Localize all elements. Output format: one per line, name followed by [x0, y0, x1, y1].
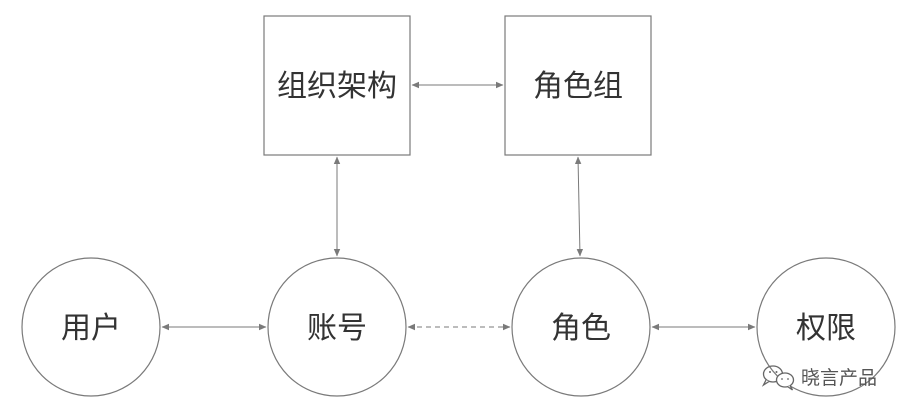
- org-structure-box: [263, 15, 411, 156]
- wechat-icon: [761, 365, 795, 391]
- node-permission: 权限: [756, 257, 896, 397]
- node-user: 用户: [21, 257, 161, 397]
- permission-label: 权限: [796, 311, 856, 346]
- watermark: 晓言产品: [761, 365, 877, 391]
- watermark-text: 晓言产品: [801, 367, 877, 389]
- node-role-group: 角色组: [504, 15, 652, 156]
- role-label: 角色: [551, 311, 611, 346]
- permission-circle: [756, 257, 896, 397]
- role-group-label: 角色组: [533, 69, 623, 104]
- account-circle: [267, 257, 407, 397]
- role-circle: [511, 257, 651, 397]
- node-role: 角色: [511, 257, 651, 397]
- edge-rolegroup-role: [574, 156, 584, 257]
- role-group-box: [504, 15, 652, 156]
- user-circle: [21, 257, 161, 397]
- account-label: 账号: [307, 311, 367, 346]
- node-account: 账号: [267, 257, 407, 397]
- node-org-structure: 组织架构: [263, 15, 411, 156]
- org-structure-label: 组织架构: [277, 69, 397, 104]
- user-label: 用户: [61, 311, 121, 346]
